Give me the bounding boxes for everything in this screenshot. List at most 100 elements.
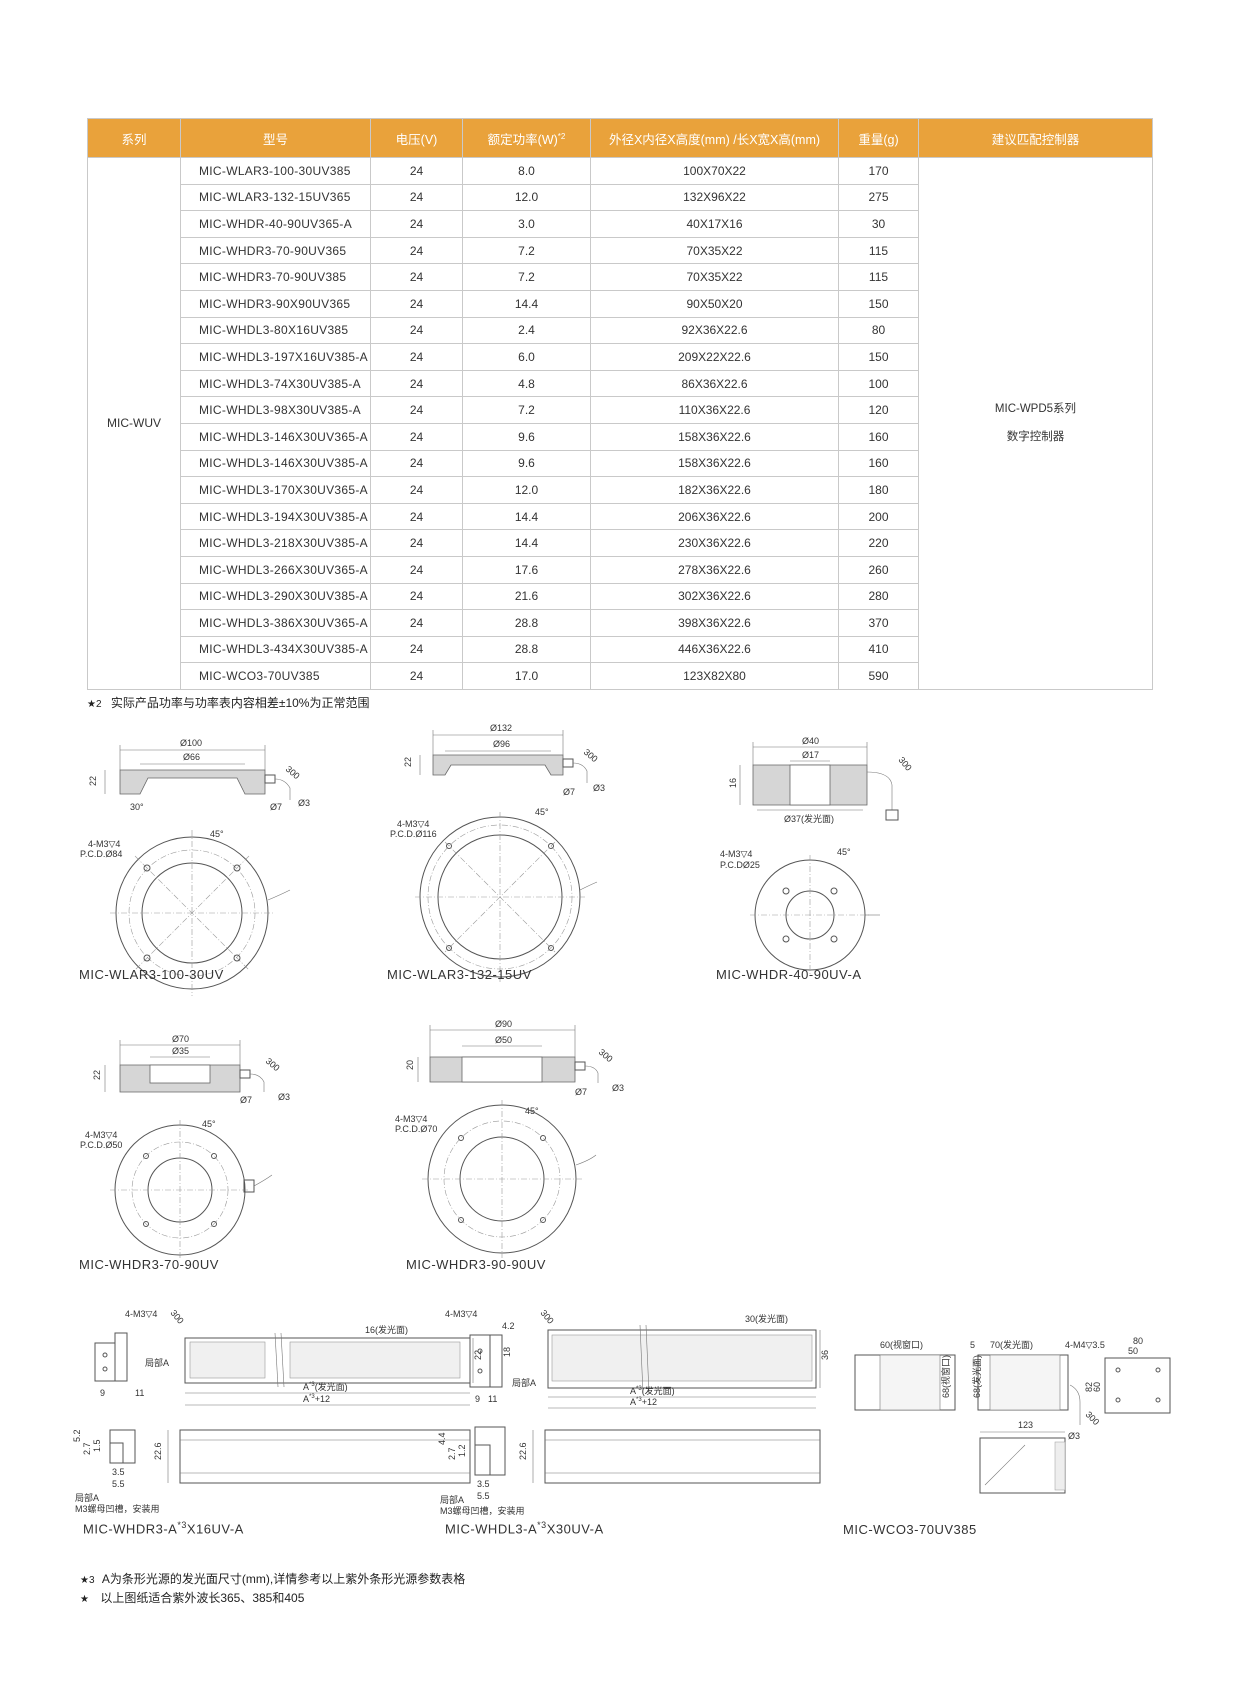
d6-h2-label: 22.6 xyxy=(153,1442,163,1460)
d2-od-label: Ø132 xyxy=(490,723,512,733)
d1-pcd-label: P.C.D.Ø84 xyxy=(80,849,122,859)
voltage-cell: 24 xyxy=(370,609,463,637)
header-voltage: 电压(V) xyxy=(370,118,463,158)
weight-cell: 410 xyxy=(838,635,919,664)
size-cell: 40X17X16 xyxy=(590,210,839,238)
power-cell: 14.4 xyxy=(462,502,591,531)
voltage-cell: 24 xyxy=(370,343,463,371)
power-cell: 9.6 xyxy=(462,449,591,478)
power-cell: 14.4 xyxy=(462,289,591,318)
d7-a12-post: +12 xyxy=(642,1397,657,1407)
d7-w2-label: 11 xyxy=(488,1394,497,1404)
d6-a12-label: A*3+12 xyxy=(303,1394,330,1404)
voltage-cell: 24 xyxy=(370,263,463,291)
d2-pcd-label: P.C.D.Ø116 xyxy=(390,829,437,839)
weight-cell: 590 xyxy=(838,662,919,690)
d2-c1-label: Ø7 xyxy=(563,787,575,797)
power-cell: 3.0 xyxy=(462,210,591,238)
d7-h2-label: 22.6 xyxy=(518,1442,528,1460)
d1-c1-label: Ø7 xyxy=(270,802,282,812)
weight-cell: 100 xyxy=(838,369,919,398)
d6-s3-label: 1.5 xyxy=(92,1439,102,1452)
series-cell: MIC-WUV xyxy=(87,157,181,690)
weight-cell: 160 xyxy=(838,449,919,478)
d6-cable-label: 300 xyxy=(168,1308,185,1326)
caption-d6: MIC-WHDR3-A*3X16UV-A xyxy=(83,1520,244,1536)
voltage-cell: 24 xyxy=(370,635,463,664)
weight-cell: 200 xyxy=(838,502,919,531)
power-cell: 2.4 xyxy=(462,316,591,345)
voltage-cell: 24 xyxy=(370,555,463,584)
d4-cable-label: 300 xyxy=(264,1056,282,1073)
size-cell: 92X36X22.6 xyxy=(590,316,839,345)
power-cell: 12.0 xyxy=(462,476,591,504)
voltage-cell: 24 xyxy=(370,289,463,318)
d7-emit-label: 30(发光面) xyxy=(745,1313,788,1324)
d5-c1-label: Ø7 xyxy=(575,1087,587,1097)
weight-cell: 260 xyxy=(838,555,919,584)
d2-id-label: Ø96 xyxy=(493,739,510,749)
d6-local2-label: 局部A xyxy=(75,1492,99,1503)
d6-a-sup: *3 xyxy=(309,1382,315,1388)
d5-id-label: Ø50 xyxy=(495,1035,512,1045)
d1-holes-label: 4-M3▽4 xyxy=(88,839,120,849)
power-cell: 17.0 xyxy=(462,662,591,690)
d7-s5-label: 5.5 xyxy=(477,1491,490,1501)
table-header-row: 系列 型号 电压(V) 额定功率(W)*2 外径X内径X高度(mm) /长X宽X… xyxy=(87,118,1153,158)
d7-a12-label: A*3+12 xyxy=(630,1397,657,1407)
d8-h60-label: 60 xyxy=(1092,1382,1102,1392)
d8-win-label: 60(视窗口) xyxy=(880,1339,923,1350)
d5-cable-label: 300 xyxy=(597,1047,615,1064)
voltage-cell: 24 xyxy=(370,582,463,611)
size-cell: 278X36X22.6 xyxy=(590,555,839,584)
d5-h-label: 20 xyxy=(405,1060,415,1070)
d2-h-label: 22 xyxy=(403,757,413,767)
d5-c2-label: Ø3 xyxy=(612,1083,624,1093)
model-cell: MIC-WHDL3-146X30UV365-A xyxy=(180,422,371,451)
d6-a12-sup: *3 xyxy=(309,1394,315,1400)
d5-holes-label: 4-M3▽4 xyxy=(395,1114,427,1124)
weight-cell: 275 xyxy=(838,183,919,212)
d4-c2-label: Ø3 xyxy=(278,1092,290,1102)
d8-cable-label: 300 xyxy=(1084,1409,1102,1427)
d7-nut-label: M3螺母凹槽，安装用 xyxy=(440,1505,525,1516)
d7-local-label: 局部A xyxy=(512,1377,536,1388)
caption-d5: MIC-WHDR3-90-90UV xyxy=(406,1257,546,1272)
size-cell: 110X36X22.6 xyxy=(590,396,839,424)
size-cell: 132X96X22 xyxy=(590,183,839,212)
d4-pcd-label: P.C.D.Ø50 xyxy=(80,1140,122,1150)
d8-c3-label: Ø3 xyxy=(1068,1431,1080,1441)
note-a-dimension: ★3 A为条形光源的发光面尺寸(mm),详情参考以上紫外条形光源参数表格 xyxy=(80,1570,465,1587)
d3-cable-label: 300 xyxy=(896,755,913,773)
size-cell: 70X35X22 xyxy=(590,263,839,291)
d7-v42-label: 4.2 xyxy=(502,1321,515,1331)
power-cell: 7.2 xyxy=(462,263,591,291)
header-power: 额定功率(W)*2 xyxy=(462,118,591,158)
d1-deg-label: 45° xyxy=(210,829,224,839)
voltage-cell: 24 xyxy=(370,369,463,398)
d7-s3-label: 1.2 xyxy=(457,1444,467,1457)
model-cell: MIC-WHDR3-70-90UV385 xyxy=(180,263,371,291)
model-cell: MIC-WHDR-40-90UV365-A xyxy=(180,210,371,238)
model-cell: MIC-WHDR3-90X90UV365 xyxy=(180,289,371,318)
model-cell: MIC-WHDL3-80X16UV385 xyxy=(180,316,371,345)
drawing-wlar3-132: Ø132 Ø96 22 300 Ø7 Ø3 4-M3▽4 P.C.D.Ø116 … xyxy=(390,723,605,982)
d8-w5-label: 5 xyxy=(970,1340,975,1350)
header-weight: 重量(g) xyxy=(838,118,919,158)
d1-c2-label: Ø3 xyxy=(298,798,310,808)
size-cell: 446X36X22.6 xyxy=(590,635,839,664)
header-power-label: 额定功率(W) xyxy=(487,132,558,147)
power-cell: 21.6 xyxy=(462,582,591,611)
note-power-text: 实际产品功率与功率表内容相差±10%为正常范围 xyxy=(110,696,370,710)
power-cell: 8.0 xyxy=(462,157,591,185)
weight-cell: 30 xyxy=(838,210,919,238)
size-cell: 182X36X22.6 xyxy=(590,476,839,504)
d4-c1-label: Ø7 xyxy=(240,1095,252,1105)
voltage-cell: 24 xyxy=(370,396,463,424)
size-cell: 206X36X22.6 xyxy=(590,502,839,531)
d5-od-label: Ø90 xyxy=(495,1019,512,1029)
model-cell: MIC-WHDL3-218X30UV385-A xyxy=(180,529,371,557)
